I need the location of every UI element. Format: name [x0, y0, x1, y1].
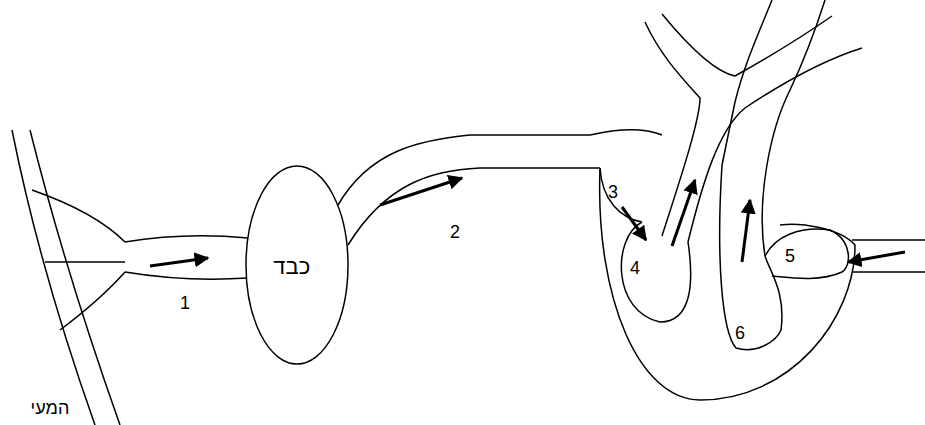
intestine-wall — [30, 130, 120, 425]
callout-number: 1 — [180, 294, 190, 312]
callout-number: 6 — [735, 324, 745, 342]
organ-label: המעי — [31, 399, 70, 417]
heart-chamber — [765, 229, 848, 278]
heart-chamber — [600, 168, 642, 222]
intestinal-vessel — [32, 190, 125, 242]
artery — [645, 22, 700, 236]
intestine-wall — [12, 130, 95, 425]
artery — [662, 14, 832, 76]
artery — [722, 0, 772, 165]
liver-outline — [246, 166, 348, 364]
liver-shape: כבד — [245, 165, 349, 365]
callout-number: 4 — [630, 259, 640, 277]
callout-number: 2 — [450, 223, 460, 241]
pulmonary-vein — [853, 271, 925, 273]
heart-chamber — [720, 165, 782, 350]
flow-arrow — [380, 178, 462, 205]
hepatic-vessel — [348, 168, 600, 245]
heart-outline — [590, 130, 662, 135]
portal-vein — [125, 236, 248, 242]
flow-arrow — [150, 258, 208, 266]
portal-vein — [125, 272, 248, 279]
flow-arrow — [622, 207, 646, 240]
heart-chamber — [621, 222, 690, 322]
intestinal-vessel — [45, 261, 125, 263]
callout-number: 3 — [608, 183, 618, 201]
organ-name: כבד — [273, 256, 310, 278]
flow-arrow — [742, 200, 750, 262]
pulmonary-vein — [852, 239, 925, 241]
flow-arrow — [848, 252, 905, 262]
heart-outline — [600, 168, 855, 400]
flow-arrow — [672, 180, 695, 246]
hepatic-vessel — [338, 135, 590, 205]
intestinal-vessel — [60, 272, 125, 330]
artery — [762, 0, 825, 256]
artery — [688, 48, 862, 242]
callout-number: 5 — [785, 247, 795, 265]
